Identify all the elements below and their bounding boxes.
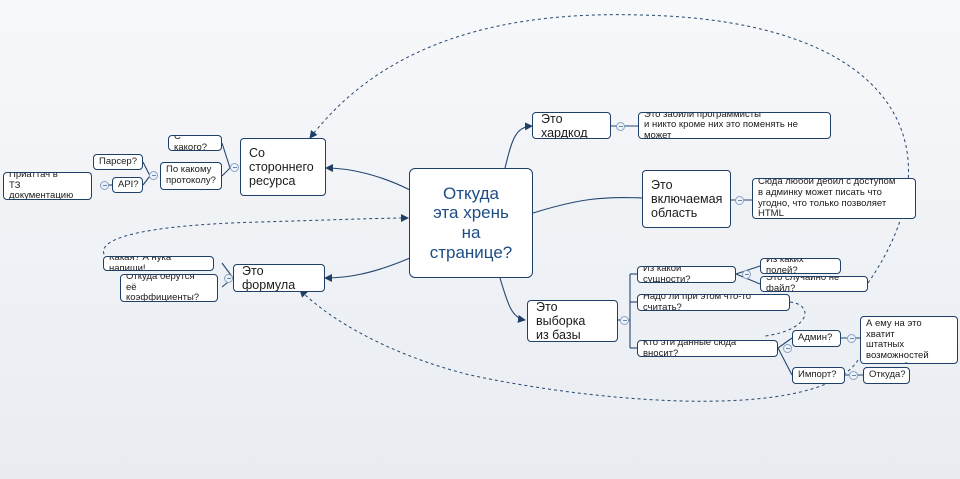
node-which-formula[interactable]: Какая? А нука напиши!: [103, 256, 214, 271]
node-attach-docs[interactable]: Приаттач в ТЗ документацию: [3, 172, 92, 200]
collapse-formula-toggle[interactable]: [224, 274, 233, 283]
node-protocol[interactable]: По какому протоколу?: [160, 162, 222, 190]
link-root-formula: [324, 257, 411, 282]
node-db-selection-label: Это выборка из базы: [536, 300, 586, 342]
node-attach-docs-text: Приаттач в ТЗ документацию: [9, 172, 74, 200]
node-not-a-file[interactable]: Это случайно не файл?: [760, 276, 868, 292]
node-from-which[interactable]: С какого?: [168, 135, 222, 151]
collapse-admin-toggle[interactable]: [847, 334, 856, 343]
node-coefficients-text: Откуда берутся её коэффициенты?: [126, 274, 200, 302]
collapse-included-toggle[interactable]: [735, 196, 744, 205]
dashed-link-file-to-external: [309, 14, 910, 284]
node-import-text: Импорт?: [798, 369, 837, 381]
node-external-resource-label: Со стороннего ресурса: [249, 146, 314, 188]
dashed-link-compute-loop: [764, 301, 806, 337]
collapse-db-toggle[interactable]: [620, 316, 629, 325]
node-protocol-text: По какому протоколу?: [166, 164, 216, 186]
node-coefficients[interactable]: Откуда берутся её коэффициенты?: [120, 274, 218, 302]
node-formula-label: Это формула: [242, 264, 296, 292]
node-api-text: API?: [118, 178, 139, 190]
node-which-fields[interactable]: Из каких полей?: [760, 258, 841, 274]
node-who-enters-text: Кто эти данные сюда вносит?: [643, 340, 737, 357]
root-node[interactable]: Откуда эта хрень на странице?: [409, 168, 533, 278]
collapse-api-toggle[interactable]: [100, 181, 109, 190]
node-included-note[interactable]: Сюда любой дебил с доступом в админку мо…: [752, 178, 916, 219]
node-admin[interactable]: Админ?: [792, 330, 841, 347]
node-which-formula-text: Какая? А нука напиши!: [109, 256, 172, 271]
node-compute[interactable]: Надо ли при этом что-то считать?: [637, 294, 790, 311]
node-which-fields-text: Из каких полей?: [766, 258, 804, 274]
node-formula[interactable]: Это формула: [233, 264, 325, 292]
collapse-import-toggle[interactable]: [849, 371, 858, 380]
node-parser[interactable]: Парсер?: [93, 154, 143, 170]
node-from-which-text: С какого?: [174, 135, 208, 151]
node-parser-text: Парсер?: [99, 155, 137, 167]
node-which-entity-text: Из какой сущности?: [643, 266, 691, 283]
collapse-protocol-toggle[interactable]: [149, 171, 158, 180]
node-hardcode-label: Это хардкод: [541, 112, 588, 139]
collapse-external-toggle[interactable]: [230, 163, 239, 172]
root-label: Откуда эта хрень на странице?: [429, 183, 513, 262]
node-included-area[interactable]: Это включаемая область: [642, 170, 731, 228]
node-hardcode-note[interactable]: Это забили программисты и никто кроме ни…: [638, 112, 831, 139]
node-compute-text: Надо ли при этом что-то считать?: [643, 294, 751, 311]
node-admin-enough[interactable]: А ему на это хватит штатных возможностей…: [860, 316, 958, 364]
collapse-who-enters-toggle[interactable]: [783, 344, 792, 353]
link-root-hardcode: [504, 122, 533, 169]
node-import[interactable]: Импорт?: [792, 367, 845, 384]
collapse-entity-toggle[interactable]: [742, 270, 751, 279]
node-api[interactable]: API?: [112, 177, 143, 193]
link-root-external: [325, 164, 411, 191]
node-not-a-file-text: Это случайно не файл?: [766, 276, 840, 292]
node-from-where-text: Откуда?: [869, 369, 906, 381]
node-db-selection[interactable]: Это выборка из базы: [527, 300, 618, 342]
node-from-where[interactable]: Откуда?: [863, 367, 910, 384]
link-root-db: [499, 277, 526, 323]
node-included-area-label: Это включаемая область: [651, 178, 723, 220]
node-hardcode-note-text: Это забили программисты и никто кроме ни…: [644, 112, 798, 139]
collapse-hardcode-toggle[interactable]: [616, 122, 625, 131]
node-external-resource[interactable]: Со стороннего ресурса: [240, 138, 326, 196]
node-hardcode[interactable]: Это хардкод: [532, 112, 611, 139]
node-which-entity[interactable]: Из какой сущности?: [637, 266, 736, 283]
node-admin-enough-text: А ему на это хватит штатных возможностей…: [866, 318, 929, 363]
link-root-included: [532, 196, 643, 214]
node-admin-text: Админ?: [798, 332, 833, 344]
node-included-note-text: Сюда любой дебил с доступом в админку мо…: [758, 178, 896, 219]
node-who-enters[interactable]: Кто эти данные сюда вносит?: [637, 340, 778, 357]
